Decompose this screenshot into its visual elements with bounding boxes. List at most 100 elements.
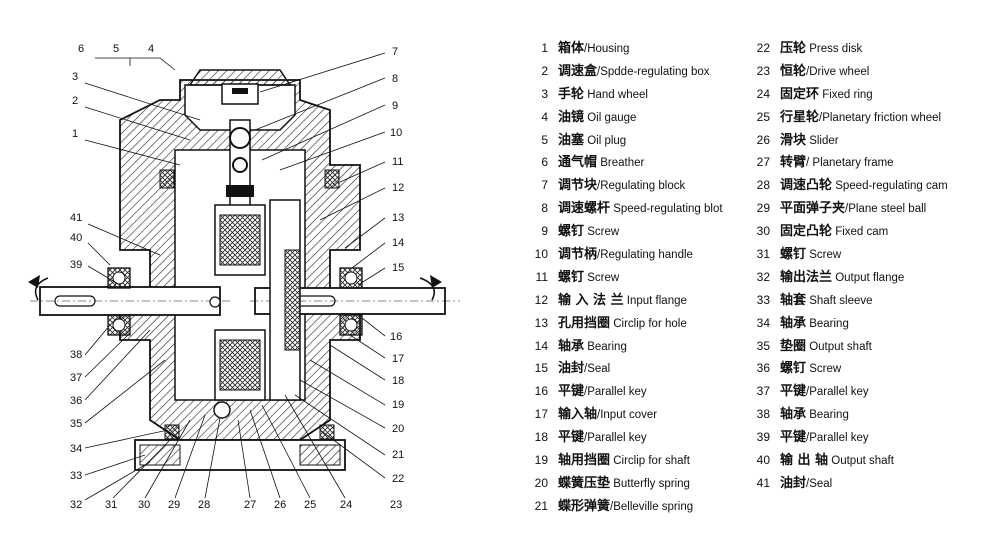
legend-chinese-name: 轴承 (558, 338, 585, 354)
legend-english-name: Output shaft (806, 340, 872, 353)
hand-wheel (221, 83, 259, 105)
legend-number: 36 (756, 361, 770, 376)
callout-31: 31 (105, 499, 117, 511)
legend-chinese-name: 蝶形弹簧 (558, 498, 611, 514)
legend-english-name: Circlip for shaft (610, 455, 690, 468)
legend-number: 29 (756, 201, 770, 216)
legend-chinese-name: 通气帽 (558, 155, 598, 171)
legend-chinese-name: 油封 (780, 475, 807, 491)
legend-english-name: / Planetary frame (806, 157, 894, 170)
callout-25: 25 (304, 499, 316, 511)
legend-english-name: Breather (597, 157, 645, 170)
callout-2: 2 (72, 95, 78, 107)
legend-chinese-name: 蝶簧压垫 (558, 475, 611, 491)
legend-number: 37 (756, 384, 770, 399)
legend-english-name: Bearing (806, 317, 849, 330)
legend-chinese-name: 输 出 轴 (780, 453, 829, 469)
legend-english-name: Press disk (806, 43, 863, 55)
legend-english-name: /Drive wheel (806, 65, 870, 78)
gearbox-cross-section-diagram: 6 5 4 3 2 1 41 40 39 38 37 36 35 34 33 3… (28, 43, 460, 511)
legend-english-name: /Regulating handle (597, 249, 693, 262)
leader-lines (84, 52, 386, 501)
legend-chinese-name: 螺钉 (780, 361, 807, 377)
legend-number: 40 (756, 453, 770, 468)
legend-item-27: 27 转臂/ Planetary frame (748, 151, 948, 174)
legend-number: 34 (756, 315, 770, 330)
callout-21: 21 (392, 449, 404, 461)
legend-number: 22 (756, 41, 770, 55)
callout-11: 11 (392, 156, 403, 168)
callout-41: 41 (70, 212, 82, 224)
legend-number: 24 (756, 86, 770, 101)
legend-chinese-name: 转臂 (780, 155, 807, 171)
legend-chinese-name: 平面弹子夹 (780, 201, 846, 217)
legend-number: 39 (756, 430, 770, 445)
planetary-assembly (209, 199, 301, 419)
legend-english-name: /Plane steel ball (845, 203, 927, 216)
legend-number: 2 (541, 63, 548, 78)
legend-chinese-name: 垫圈 (780, 338, 807, 354)
legend-chinese-name: 手轮 (558, 86, 585, 102)
legend-chinese-name: 固定凸轮 (780, 224, 833, 240)
legend-english-name: /Spdde-regulating box (597, 65, 710, 78)
callout-30: 30 (138, 499, 150, 511)
legend-chinese-name: 油封 (558, 361, 585, 377)
callout-13: 13 (392, 212, 404, 224)
callout-34: 34 (70, 443, 82, 455)
rotation-arrow-left-icon (28, 275, 49, 301)
callout-18: 18 (392, 375, 404, 387)
legend-chinese-name: 行星轮 (780, 109, 820, 125)
legend-number: 32 (756, 269, 770, 284)
legend-chinese-name: 输出法兰 (780, 269, 833, 285)
legend-chinese-name: 螺钉 (558, 224, 585, 240)
legend-number: 20 (534, 475, 548, 490)
legend-chinese-name: 孔用挡圈 (558, 315, 611, 331)
legend-number: 16 (534, 384, 548, 399)
legend-english-name: /Parallel key (584, 386, 647, 399)
rotation-arrow-right-icon (419, 275, 442, 301)
legend-english-name: Fixed cam (832, 226, 889, 239)
legend-number: 10 (534, 247, 548, 262)
legend-english-name: /Input cover (597, 409, 658, 422)
legend-english-name: /Regulating block (597, 180, 686, 193)
legend-chinese-name: 滑块 (780, 132, 807, 148)
legend-number: 14 (534, 338, 548, 353)
callout-5: 5 (113, 43, 119, 55)
output-shaft (30, 286, 230, 316)
legend-chinese-name: 平键 (780, 430, 807, 446)
legend-number: 27 (756, 155, 770, 170)
legend-number: 5 (541, 132, 548, 147)
legend-english-name: /Seal (584, 363, 611, 376)
legend-chinese-name: 恒轮 (780, 63, 807, 79)
callout-24: 24 (340, 499, 352, 511)
legend-chinese-name: 输 入 法 兰 (558, 292, 624, 308)
legend-chinese-name: 油镜 (558, 109, 585, 125)
legend-english-name: /Housing (584, 43, 630, 55)
legend-english-name: /Parallel key (806, 386, 869, 399)
legend-number: 38 (756, 407, 770, 422)
legend-number: 1 (541, 41, 548, 55)
callout-27: 27 (244, 499, 256, 511)
callout-39: 39 (70, 259, 82, 271)
legend-chinese-name: 平键 (558, 384, 585, 400)
legend-english-name: Fixed ring (819, 88, 873, 101)
legend-chinese-name: 轴套 (780, 292, 807, 308)
legend-number: 8 (541, 201, 548, 216)
legend-chinese-name: 调速盒 (558, 63, 598, 79)
